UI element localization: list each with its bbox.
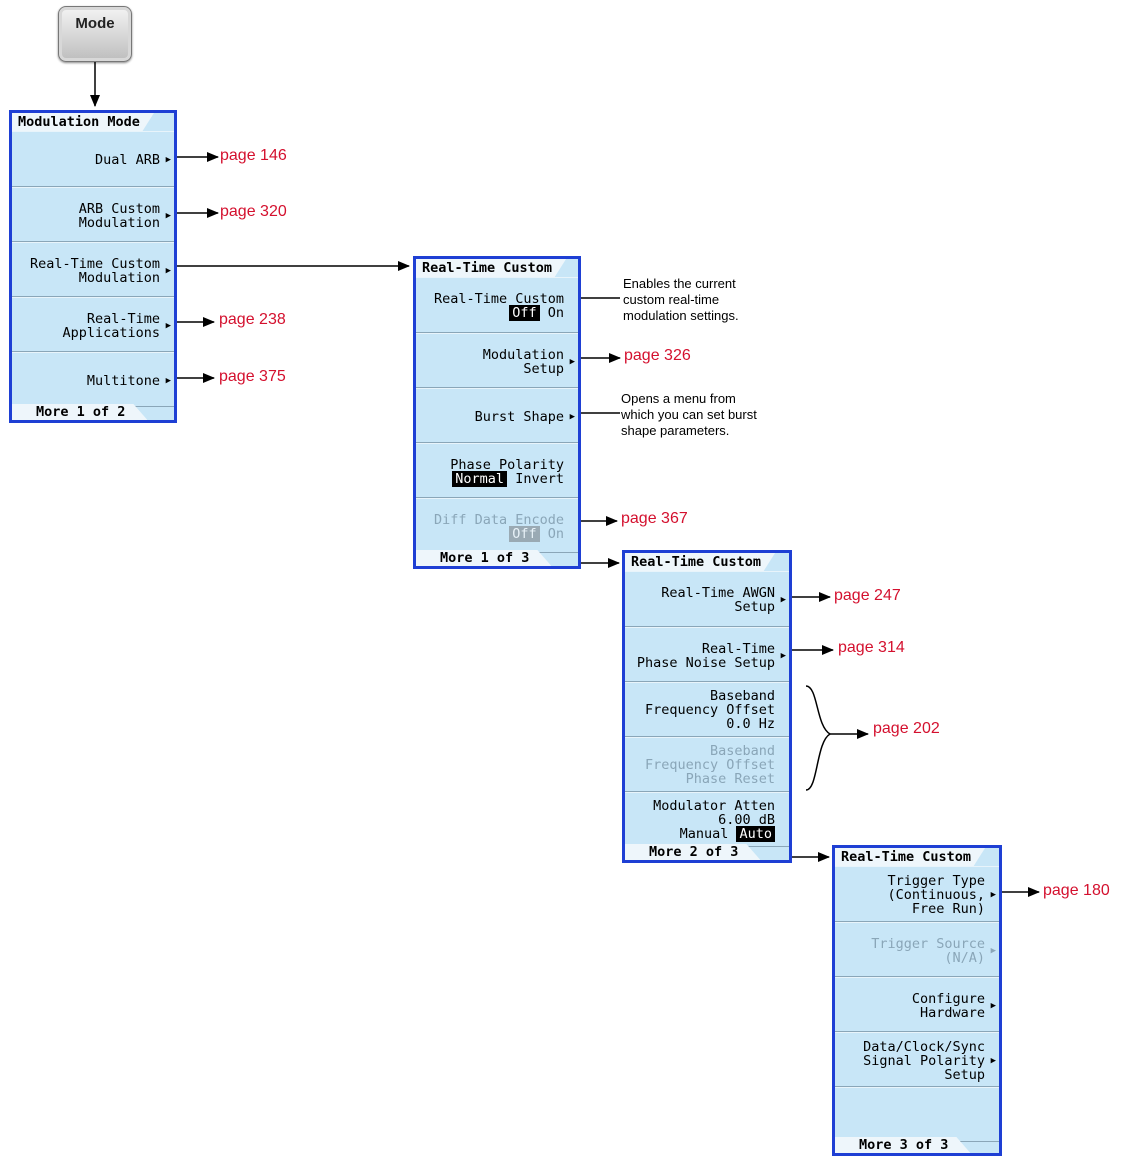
real-time-custom-menu-3: Real-Time Custom Trigger Type (Continuou… [832,845,1002,1156]
note-real-time-custom-enable: Enables the current custom real-time mod… [623,276,739,323]
toggle-selected: Normal [452,471,508,487]
submenu-arrow-icon: ▶ [165,155,171,165]
page-ref-arb-custom[interactable]: page 320 [220,203,287,220]
softkey-arb-custom-modulation[interactable]: ARB Custom Modulation ▶ [12,187,174,242]
page-ref-diff-data-encode[interactable]: page 367 [621,510,688,527]
softkey-real-time-custom-modulation[interactable]: Real-Time Custom Modulation ▶ [12,242,174,297]
softkey-data-clock-sync-polarity-setup[interactable]: Data/Clock/Sync Signal Polarity Setup ▶ [835,1032,999,1087]
submenu-arrow-icon: ▶ [990,1001,996,1011]
real-time-custom-menu-2: Real-Time Custom Real-Time AWGN Setup ▶ … [622,550,792,863]
page-ref-multitone[interactable]: page 375 [219,368,286,385]
toggle-selected: Off [509,526,540,542]
note-burst-shape: Opens a menu from which you can set burs… [621,391,757,438]
softkey-modulation-setup[interactable]: Modulation Setup ▶ [416,333,578,388]
menu-title: Real-Time Custom [625,553,775,572]
more-softkey[interactable]: More 2 of 3 [625,844,760,860]
softkey-trigger-type[interactable]: Trigger Type (Continuous, Free Run) ▶ [835,866,999,922]
softkey-real-time-awgn-setup[interactable]: Real-Time AWGN Setup ▶ [625,571,789,627]
softkey-real-time-phase-noise-setup[interactable]: Real-Time Phase Noise Setup ▶ [625,627,789,682]
softkey-burst-shape[interactable]: Burst Shape ▶ [416,388,578,443]
submenu-arrow-icon: ▶ [990,946,996,956]
more-softkey[interactable]: More 1 of 3 [416,550,551,566]
toggle-selected: Auto [736,826,775,842]
more-softkey[interactable]: More 1 of 2 [12,404,147,420]
softkey-dual-arb[interactable]: Dual ARB ▶ [12,131,174,187]
submenu-arrow-icon: ▶ [165,266,171,276]
softkey-configure-hardware[interactable]: Configure Hardware ▶ [835,977,999,1032]
page-ref-modulation-setup[interactable]: page 326 [624,347,691,364]
submenu-arrow-icon: ▶ [990,890,996,900]
menu-title: Real-Time Custom [416,259,566,278]
page-ref-phase-noise[interactable]: page 314 [838,639,905,656]
more-softkey[interactable]: More 3 of 3 [835,1137,970,1153]
submenu-arrow-icon: ▶ [165,321,171,331]
real-time-custom-menu-1: Real-Time Custom Real-Time Custom Off On… [413,256,581,569]
page-ref-trigger-type[interactable]: page 180 [1043,882,1110,899]
softkey-baseband-frequency-offset-phase-reset[interactable]: Baseband Frequency Offset Phase Reset [625,737,789,792]
submenu-arrow-icon: ▶ [165,211,171,221]
toggle-selected: Off [509,305,540,321]
menu-title: Modulation Mode [12,113,154,132]
page-ref-dual-arb[interactable]: page 146 [220,147,287,164]
submenu-arrow-icon: ▶ [165,376,171,386]
page-ref-real-time-apps[interactable]: page 238 [219,311,286,328]
softkey-diff-data-encode[interactable]: Diff Data Encode Off On [416,498,578,553]
page-ref-baseband[interactable]: page 202 [873,720,940,737]
softkey-real-time-custom-toggle[interactable]: Real-Time Custom Off On [416,277,578,333]
submenu-arrow-icon: ▶ [569,412,575,422]
submenu-arrow-icon: ▶ [780,595,786,605]
baseband-brace [805,685,832,791]
submenu-arrow-icon: ▶ [569,357,575,367]
softkey-real-time-applications[interactable]: Real-Time Applications ▶ [12,297,174,352]
modulation-mode-menu: Modulation Mode Dual ARB ▶ ARB Custom Mo… [9,110,177,423]
softkey-baseband-frequency-offset[interactable]: Baseband Frequency Offset 0.0 Hz [625,682,789,737]
softkey-phase-polarity[interactable]: Phase Polarity Normal Invert [416,443,578,498]
softkey-trigger-source[interactable]: Trigger Source (N/A) ▶ [835,922,999,977]
page-ref-awgn[interactable]: page 247 [834,587,901,604]
mode-hardkey[interactable]: Mode [58,6,132,62]
submenu-arrow-icon: ▶ [990,1056,996,1066]
submenu-arrow-icon: ▶ [780,651,786,661]
